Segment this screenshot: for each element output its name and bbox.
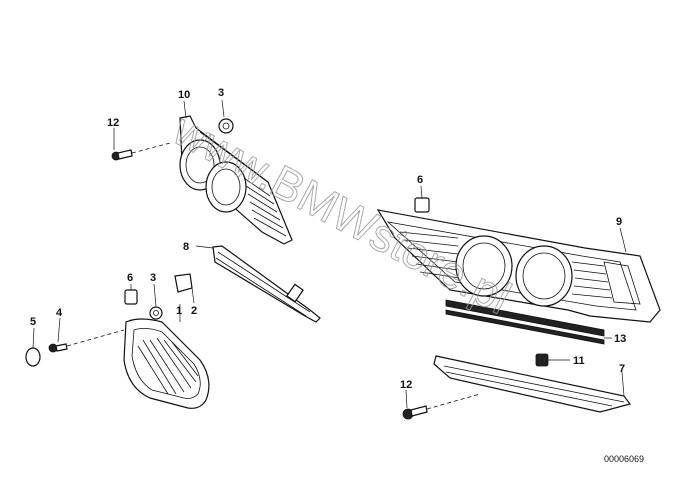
clip-6-lower xyxy=(124,284,138,305)
callout-5: 5 xyxy=(30,316,36,328)
screw-4 xyxy=(48,317,125,353)
callout-8: 8 xyxy=(183,241,189,253)
callout-1: 1 xyxy=(176,305,182,317)
callout-9: 9 xyxy=(616,216,622,228)
watermark: www.BMWstore.pl xyxy=(164,102,519,324)
callout-3-lower: 3 xyxy=(150,272,156,284)
trim-strip-8 xyxy=(195,245,321,323)
callout-6-lower: 6 xyxy=(127,272,133,284)
kidney-grille-lower xyxy=(123,318,210,409)
screw-lower xyxy=(402,389,481,420)
screw-upper xyxy=(111,128,171,161)
callout-6-upper: 6 xyxy=(417,174,423,186)
trim-strip-7 xyxy=(433,355,632,413)
seal-strip-13 xyxy=(445,299,612,345)
clip-6-upper xyxy=(414,185,430,213)
main-grille xyxy=(376,209,661,323)
callout-12-upper: 12 xyxy=(107,117,119,129)
callout-7: 7 xyxy=(619,363,625,375)
callout-11: 11 xyxy=(573,355,585,367)
small-grille-upper xyxy=(179,115,293,245)
callout-2: 2 xyxy=(191,305,197,317)
bracket-2 xyxy=(174,273,195,304)
nut-11 xyxy=(535,353,570,367)
reference-number: 00006069 xyxy=(604,454,644,464)
callout-3-upper: 3 xyxy=(218,87,224,99)
callout-4: 4 xyxy=(56,307,63,319)
cap-5 xyxy=(25,327,41,367)
callout-10: 10 xyxy=(178,89,190,101)
callout-12-lower: 12 xyxy=(400,379,412,391)
callout-13: 13 xyxy=(614,333,626,345)
nut-3-lower xyxy=(149,283,163,320)
nut-upper xyxy=(218,99,234,134)
